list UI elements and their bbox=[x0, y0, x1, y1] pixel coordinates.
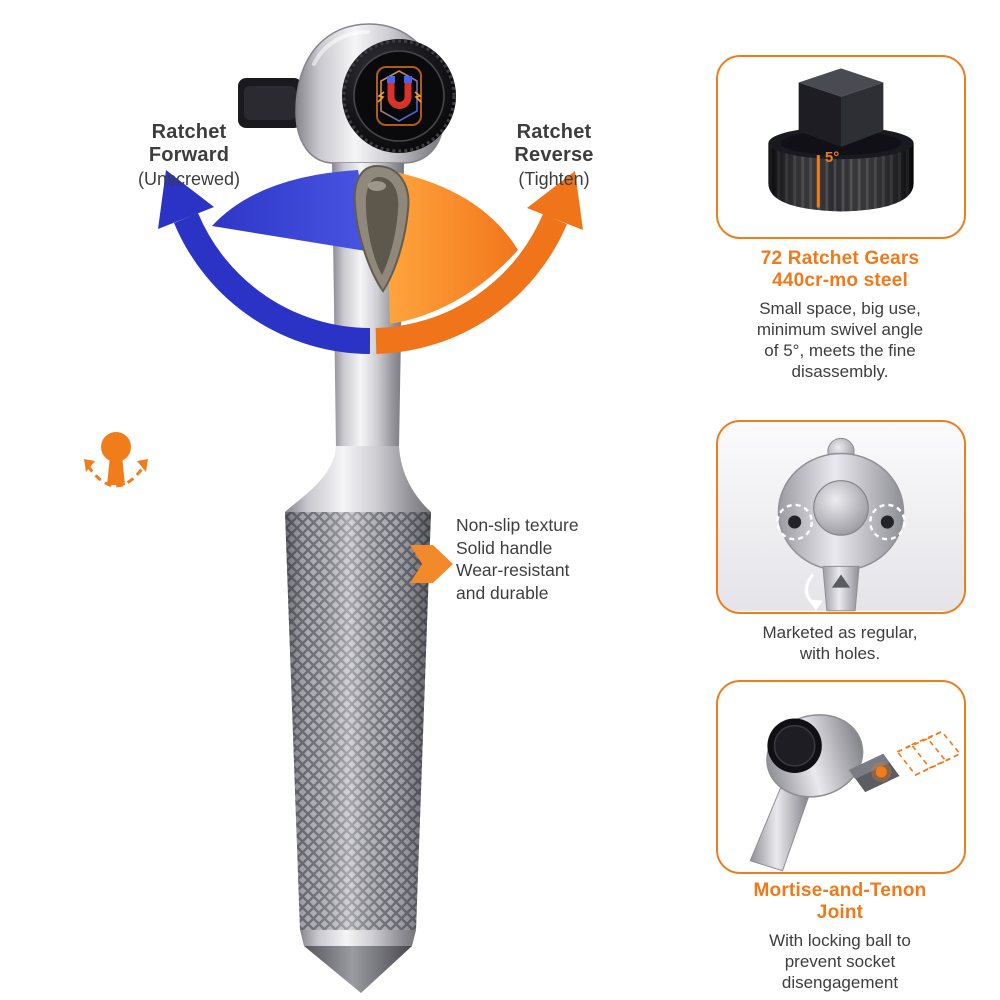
ratchet-wrench-illustration bbox=[84, 23, 583, 993]
ratchet-gear-knob: 5° bbox=[768, 68, 914, 212]
ratchet-head-back bbox=[776, 437, 906, 612]
holes-photo bbox=[718, 423, 964, 612]
forward-arrowhead-icon bbox=[158, 170, 214, 229]
joint-title: Mortise-and-Tenon Joint bbox=[753, 880, 927, 923]
reverse-label-sub: (Tighten) bbox=[518, 169, 590, 189]
spark-icon bbox=[414, 91, 422, 103]
square-drive-top bbox=[798, 68, 884, 97]
reverse-arrowhead-icon bbox=[527, 171, 583, 230]
socket-outline-icon bbox=[896, 730, 962, 776]
feature-caption-joint: Mortise-and-Tenon Joint With locking bal… bbox=[712, 880, 968, 993]
direction-lever bbox=[353, 164, 410, 293]
reverse-label: Ratchet Reverse (Tighten) bbox=[468, 121, 640, 190]
direction-arrows bbox=[158, 170, 583, 354]
forward-label-sub: (Unscrewed) bbox=[137, 169, 241, 189]
feature-card-joint bbox=[716, 680, 966, 874]
gears-title: 72 Ratchet Gears 440cr-mo steel bbox=[760, 248, 920, 291]
engraved-arrow-icon bbox=[831, 574, 851, 588]
reverse-fan bbox=[386, 170, 518, 324]
handle-note: Non-slip texture Solid handle Wear-resis… bbox=[456, 515, 579, 603]
mortise-joint-view bbox=[749, 714, 962, 872]
left-hole bbox=[788, 515, 802, 529]
locking-ball bbox=[875, 766, 887, 778]
wrench-body bbox=[238, 23, 456, 993]
joint-body: With locking ball to prevent socket dise… bbox=[769, 931, 911, 992]
reverse-label-title: Ratchet Reverse bbox=[514, 121, 594, 166]
reverse-arc bbox=[375, 213, 567, 354]
holes-body: Marketed as regular, with holes. bbox=[762, 623, 918, 663]
feature-card-gears: 5° bbox=[716, 55, 966, 239]
joint-photo bbox=[718, 683, 964, 872]
forward-label-title: Ratchet Forward bbox=[148, 121, 230, 166]
forward-fan bbox=[212, 170, 372, 252]
magnet-icon bbox=[376, 66, 422, 126]
handle-tip bbox=[304, 946, 412, 993]
spark-icon bbox=[377, 91, 385, 103]
swivel-icon bbox=[84, 432, 148, 488]
magnetic-dial bbox=[342, 39, 456, 153]
feature-caption-holes: Marketed as regular, with holes. bbox=[712, 622, 968, 664]
five-degree-label: 5° bbox=[825, 149, 839, 166]
gears-photo: 5° bbox=[718, 58, 964, 236]
direction-fans bbox=[212, 170, 518, 324]
handle-end-band bbox=[300, 930, 416, 946]
five-degree-line bbox=[816, 155, 820, 208]
feature-card-holes bbox=[716, 420, 966, 614]
right-hole bbox=[880, 515, 894, 529]
feature-caption-gears: 72 Ratchet Gears 440cr-mo steel Small sp… bbox=[712, 248, 968, 382]
handle-arrow-icon bbox=[410, 545, 453, 583]
forward-arc bbox=[174, 212, 371, 354]
gears-body: Small space, big use, minimum swivel ang… bbox=[756, 299, 924, 381]
forward-label: Ratchet Forward (Unscrewed) bbox=[96, 121, 282, 190]
handle-collar bbox=[285, 446, 431, 512]
